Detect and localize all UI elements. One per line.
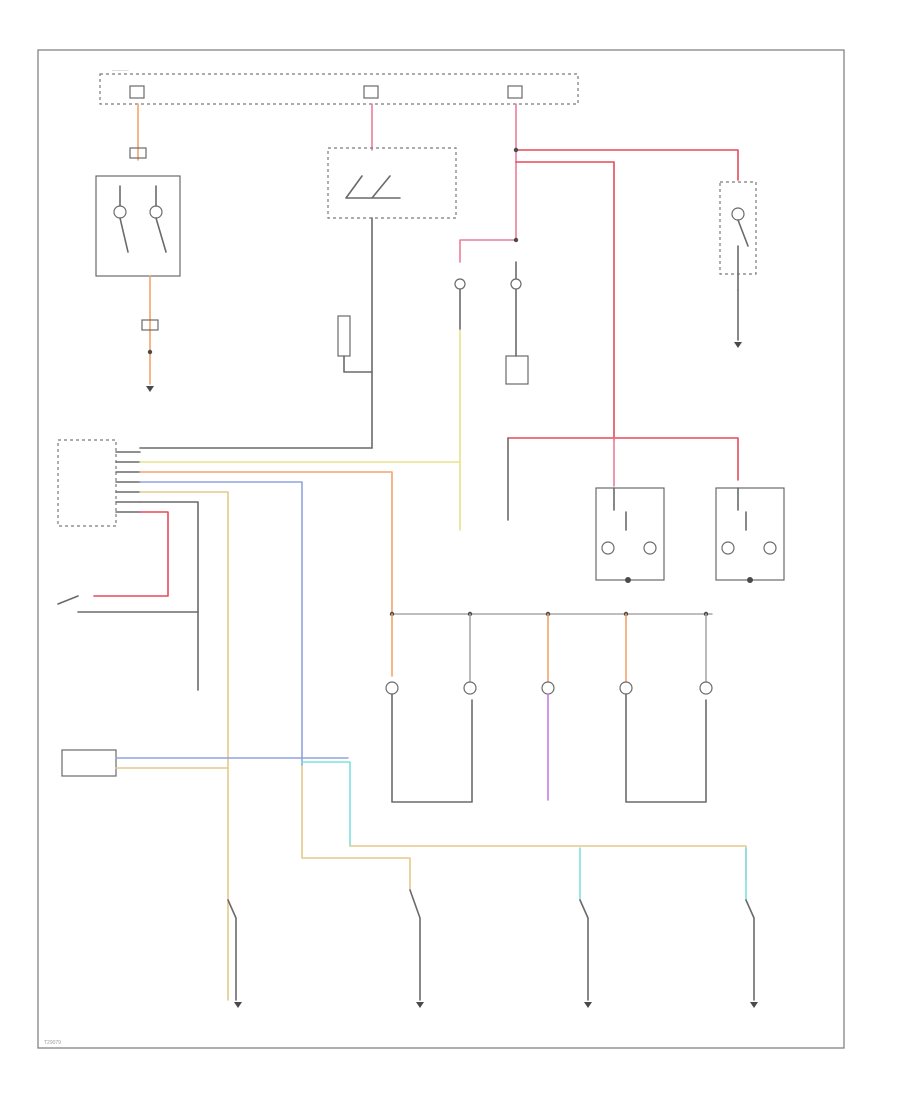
connector-c3	[337, 315, 351, 357]
connector-bottom-left	[61, 749, 349, 777]
ground-bottom-3	[584, 1002, 592, 1008]
wire-harness-orange	[139, 471, 393, 613]
splice-right-mid	[513, 237, 519, 243]
wire-connector-c3	[343, 355, 373, 373]
bulb-center-left	[454, 278, 466, 290]
wire-harness-blue	[139, 481, 303, 767]
ground-left-top	[146, 386, 154, 392]
wire-cyan-route	[301, 761, 351, 847]
splice-left	[147, 349, 153, 355]
ground-dot-right-2	[747, 577, 753, 583]
wire-pink-branch	[459, 239, 517, 263]
wire-pink-cross	[515, 149, 739, 181]
wire-pink-horizontal	[507, 437, 739, 481]
ground-far-right	[734, 342, 742, 348]
switch-panel-left	[57, 595, 199, 613]
wire-harness-black2	[139, 501, 199, 691]
ground-bottom-1	[234, 1002, 242, 1008]
switch-box-center	[327, 147, 457, 219]
wire-harness-tan	[139, 491, 229, 1001]
harness-connector-left	[57, 439, 141, 527]
far-right-lamp	[719, 181, 757, 291]
left-lamp-assembly	[95, 175, 181, 277]
wire-orange-lower	[301, 765, 411, 891]
splice-right-top	[513, 147, 519, 153]
wire-harness-red	[93, 511, 169, 597]
svg-text:----------: ----------	[112, 68, 129, 74]
diagram-border	[37, 49, 845, 1049]
fuse-panel: ----------	[99, 68, 579, 105]
switch-small-center	[505, 355, 529, 385]
bulb-center-right	[510, 278, 522, 290]
connector-c1	[129, 147, 147, 159]
figure-code: T29079	[44, 1040, 61, 1046]
connector-c2	[141, 319, 159, 331]
lamp-box-right-1	[595, 487, 665, 581]
wire-bulbs-center	[459, 261, 517, 357]
door-switches	[227, 889, 755, 1001]
ground-dot-right-1	[625, 577, 631, 583]
indicator-bulbs	[385, 613, 713, 803]
ground-bottom-2	[416, 1002, 424, 1008]
lamp-box-right-2	[715, 487, 785, 581]
ground-bottom-4	[750, 1002, 758, 1008]
wire-pink-down	[515, 161, 615, 441]
